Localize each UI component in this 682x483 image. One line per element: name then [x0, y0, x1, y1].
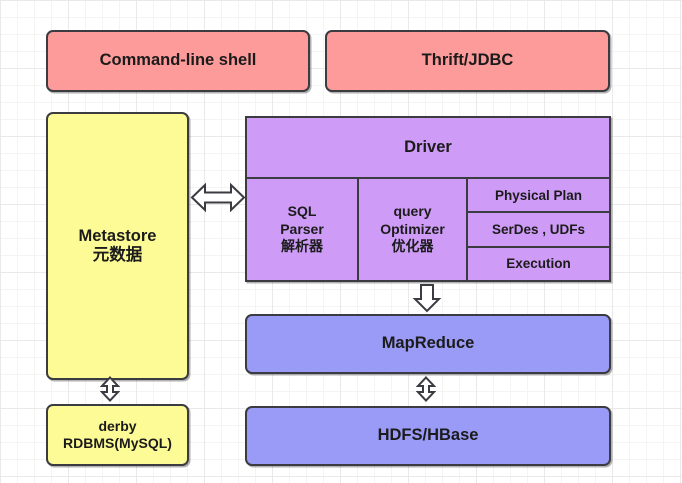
- component-label-line1: SQL: [287, 203, 317, 220]
- node-label: Command-line shell: [99, 51, 257, 70]
- component-label-line3: 优化器: [391, 238, 434, 255]
- driver-component-physical-plan[interactable]: Physical Plan: [494, 187, 583, 203]
- driver-component-query-optimizer[interactable]: query Optimizer 优化器: [359, 179, 468, 280]
- double-arrow-vertical-icon: [100, 376, 120, 402]
- driver-title: Driver: [247, 118, 609, 179]
- node-label: HDFS/HBase: [377, 426, 479, 445]
- node-driver[interactable]: Driver SQL Parser 解析器 query Optimizer 优化…: [245, 116, 611, 282]
- driver-component-execution[interactable]: Execution: [468, 245, 609, 280]
- node-command-line-shell[interactable]: Command-line shell: [46, 30, 310, 92]
- driver-component-serdes-udfs[interactable]: SerDes , UDFs: [468, 211, 609, 245]
- node-mapreduce[interactable]: MapReduce: [245, 314, 611, 374]
- arrow-down-icon: [412, 283, 442, 313]
- node-label-line2: RDBMS(MySQL): [63, 435, 172, 451]
- driver-component-stack: Physical Plan SerDes , UDFs Execution: [468, 179, 609, 280]
- node-metastore[interactable]: Metastore 元数据: [46, 112, 189, 380]
- double-arrow-horizontal-icon: [190, 182, 246, 213]
- node-label: Thrift/JDBC: [421, 51, 514, 70]
- node-label: MapReduce: [381, 334, 475, 353]
- node-label-en: Metastore: [78, 226, 157, 245]
- node-hdfs-hbase[interactable]: HDFS/HBase: [245, 406, 611, 466]
- component-label-line2: Parser: [280, 220, 324, 237]
- component-label-line3: 解析器: [281, 238, 323, 255]
- node-thrift-jdbc[interactable]: Thrift/JDBC: [325, 30, 610, 92]
- driver-components: SQL Parser 解析器 query Optimizer 优化器 Physi…: [247, 179, 609, 280]
- node-label-line1: derby: [98, 418, 137, 435]
- node-label-zh: 元数据: [92, 246, 143, 264]
- double-arrow-vertical-icon: [416, 376, 436, 402]
- node-derby-rdbms[interactable]: derby RDBMS(MySQL): [46, 404, 189, 466]
- component-label-line2: Optimizer: [380, 220, 445, 237]
- driver-component-sql-parser[interactable]: SQL Parser 解析器: [247, 179, 359, 280]
- component-label-line1: query: [393, 203, 432, 220]
